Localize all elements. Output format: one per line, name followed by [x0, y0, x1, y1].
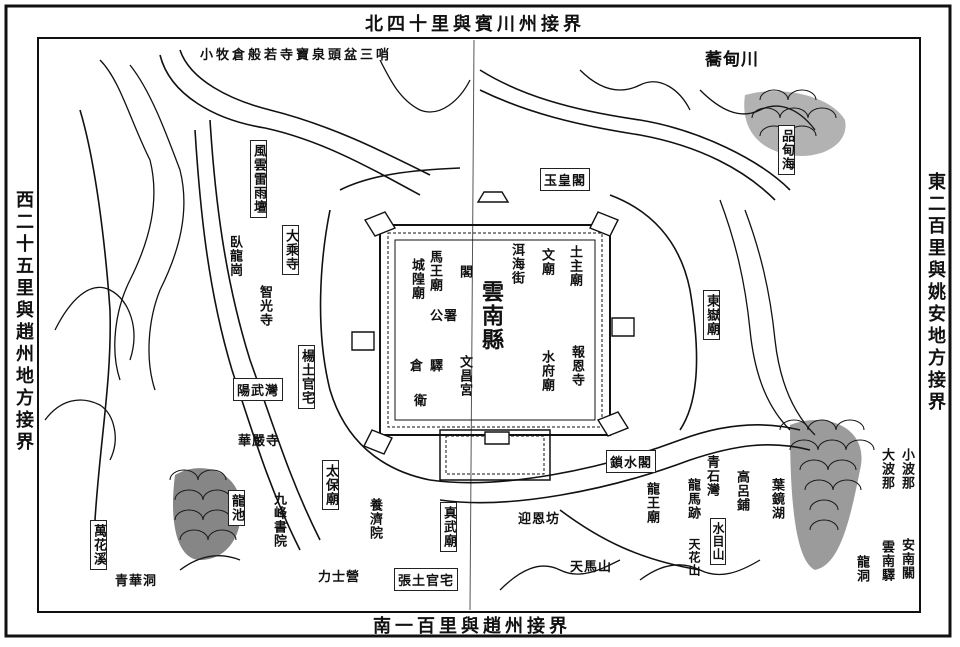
label-yamen: 公署 — [430, 309, 459, 324]
label-annan: 安南關 — [899, 538, 914, 580]
longchi-lake — [172, 468, 241, 560]
label-dacheng: 大乘寺 — [282, 225, 299, 275]
label-longma: 龍馬跡 — [685, 478, 700, 520]
label-longwang: 龍王廟 — [644, 482, 659, 524]
label-wenchang: 文昌宮 — [457, 355, 472, 397]
label-suoshui: 鎖水閣 — [606, 450, 657, 473]
label-jiufeng: 九峰書院 — [271, 492, 286, 548]
label-wanhua: 萬花溪 — [90, 520, 107, 570]
label-yunnan-yi: 雲南驛 — [879, 540, 894, 582]
label-baoen: 報恩寺 — [569, 345, 584, 387]
label-yangwu: 陽武灣 — [233, 378, 284, 401]
label-qiaodian: 蕎甸川 — [705, 50, 759, 70]
label-yang-house: 楊土官宅 — [298, 345, 315, 409]
label-yingen: 迎恩坊 — [518, 512, 561, 527]
label-horse-god: 馬王廟 — [427, 250, 442, 292]
label-wolong: 臥龍崗 — [227, 235, 242, 277]
label-huayan: 華嚴寺 — [238, 434, 281, 449]
label-post: 驛 — [430, 359, 445, 374]
label-granary: 倉 — [410, 359, 425, 374]
label-zhiguang: 智光寺 — [257, 285, 272, 327]
label-yuhuang: 玉皇閣 — [540, 168, 591, 191]
label-earth-temple: 土主廟 — [567, 245, 582, 287]
label-longchi: 龍池 — [228, 490, 245, 526]
label-city-god: 城隍廟 — [409, 258, 424, 300]
label-fengyun: 風雲雷雨壇 — [250, 140, 267, 218]
label-zhenwu: 真武廟 — [440, 502, 457, 552]
lake-scales — [169, 89, 875, 541]
label-taibao: 太保廟 — [322, 460, 339, 510]
south-border-text: 南一百里與趙州接界 — [373, 616, 571, 637]
outer-frame — [4, 4, 952, 638]
label-xiaobo: 小波那 — [899, 448, 914, 490]
yejing-lake — [790, 420, 862, 570]
label-north-row: 小牧倉般若寺寶泉頭盆三哨 — [200, 48, 393, 63]
label-pindian: 品甸海 — [778, 125, 795, 175]
corner-towers — [351, 191, 635, 455]
label-qinghua: 青華洞 — [115, 574, 158, 589]
label-tianhua: 天花山 — [687, 538, 701, 577]
label-yejing: 葉鏡湖 — [769, 478, 784, 520]
label-zhangtu: 張土官宅 — [394, 568, 459, 591]
label-yanghai: 養濟院 — [367, 498, 382, 540]
mountains — [44, 59, 816, 591]
pindian-lake — [744, 91, 846, 156]
label-water-temple: 水府廟 — [539, 350, 554, 392]
city-title: 雲南縣 — [478, 280, 504, 352]
river-paths — [79, 49, 811, 571]
label-shuimu: 水目山 — [710, 518, 726, 565]
label-pavilion-top: 閣 — [457, 265, 472, 279]
label-wen-temple: 文廟 — [539, 248, 554, 276]
inner-frame — [37, 37, 921, 613]
label-gaolu: 高呂鋪 — [734, 470, 749, 512]
label-lishi: 力士營 — [318, 570, 361, 585]
label-qingji: 青石灣 — [704, 455, 719, 497]
label-longdong: 龍洞 — [854, 555, 869, 583]
label-dongyue: 東嶽廟 — [703, 290, 720, 340]
north-border-text: 北四十里與賓川州接界 — [365, 14, 585, 35]
label-school: 衛 — [414, 394, 429, 409]
east-border-text: 東二百里與姚安地方接界 — [925, 172, 946, 414]
label-dabo: 大波那 — [879, 448, 894, 490]
west-border-text: 西二十五里與趙州地方接界 — [13, 190, 34, 454]
fold-line — [469, 39, 475, 611]
label-tianma: 天馬山 — [570, 560, 613, 575]
label-erhai-street: 洱海街 — [509, 243, 524, 285]
